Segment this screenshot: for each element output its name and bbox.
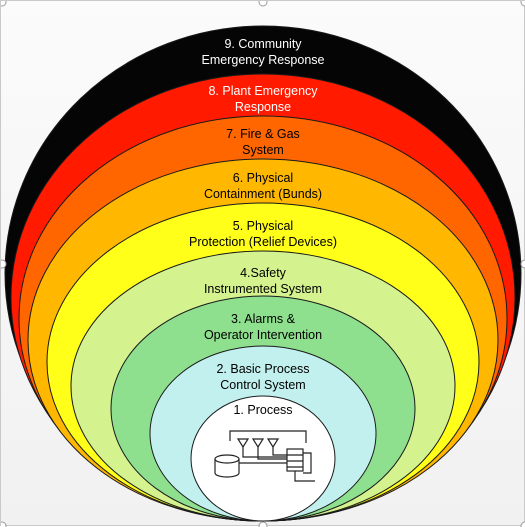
layer-6-label-line-2: Containment (Bunds) [204,187,322,201]
valve-icon-2 [251,438,265,449]
layer-3-label-line-1: 3. Alarms & [231,312,296,326]
layer-7-label-line-1: 7. Fire & Gas [226,127,300,141]
handle-top-right [520,1,525,7]
layer-5-label-line-1: 5. Physical [233,219,293,233]
valve-icon-1 [236,438,250,449]
layer-7-label-line-2: System [242,143,284,157]
valve-icon-3 [266,438,280,449]
handle-bottom-left [1,521,7,527]
handle-middle-right [520,259,525,269]
layer-9-label-line-2: Emergency Response [202,53,325,67]
handle-bottom-right [520,521,525,527]
layer-8-label-line-1: 8. Plant Emergency [208,84,318,98]
handle-middle-left [1,259,7,269]
handle-top-center [258,1,268,7]
layer-1-label-line-1: 1. Process [233,403,292,417]
process-schematic-icon [214,430,315,482]
layer-3-label-line-2: Operator Intervention [204,328,322,342]
layer-4-label-line-2: Instrumented System [204,282,322,296]
layer-8-label-line-2: Response [235,100,291,114]
layer-2-label-line-1: 2. Basic Process [216,362,309,376]
vessel-icon [214,459,240,478]
handle-top-left [1,1,7,7]
layer-5-label-line-2: Protection (Relief Devices) [189,235,337,249]
layer-2-label-line-2: Control System [220,378,305,392]
layer-9-label-line-1: 9. Community [224,37,302,51]
layer-4-label-line-1: 4.Safety [240,266,287,280]
column-icon [286,448,304,472]
layer-6-label-line-1: 6. Physical [233,171,293,185]
handle-bottom-center [258,521,268,527]
protection-layers [4,25,522,522]
